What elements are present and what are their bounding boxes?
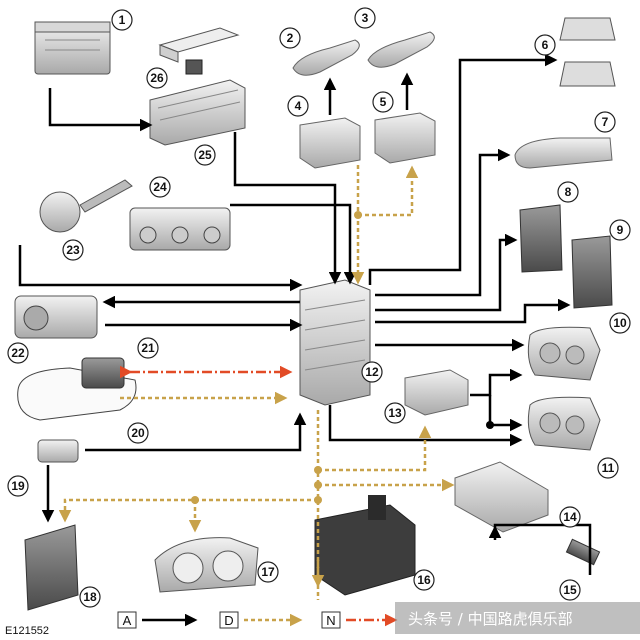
callout-circle (534, 34, 556, 56)
component-central-junction-box-12 (299, 279, 371, 406)
callout-number: 24 (153, 180, 167, 194)
callout-number: 6 (542, 38, 549, 52)
callout-circle (111, 9, 133, 31)
component-battery (34, 21, 111, 75)
callout-circle (557, 181, 579, 203)
component-fuse-box-25 (149, 79, 246, 146)
callout-circle (559, 579, 581, 601)
callout-circle (146, 67, 168, 89)
callout-number: 9 (617, 223, 624, 237)
callout-number: 7 (602, 115, 609, 129)
callout-number: 2 (287, 31, 294, 45)
callout-number: 17 (261, 565, 275, 579)
callout-number: 23 (66, 243, 80, 257)
figure-id: E121552 (5, 625, 49, 637)
legend-key-n: N (326, 613, 335, 628)
callout-number: 5 (380, 95, 387, 109)
callout-circle (609, 219, 631, 241)
watermark: 头条号 / 中国路虎俱乐部 (395, 602, 640, 634)
callout-number: 21 (141, 341, 155, 355)
component-clockspring-23 (39, 179, 133, 233)
callout-number: 15 (563, 583, 577, 597)
legend-key-d: D (224, 613, 233, 628)
legend-key-a: A (123, 613, 132, 628)
callout-circle (137, 337, 159, 359)
component-switch-19 (37, 439, 79, 463)
component-module-13 (404, 369, 469, 416)
callout-circle (413, 569, 435, 591)
callout-circle (594, 111, 616, 133)
callout-number: 11 (602, 461, 615, 475)
callout-circle (372, 91, 394, 113)
component-headlamp-10 (527, 326, 601, 381)
callout-number: 8 (565, 185, 572, 199)
callout-circle (361, 361, 383, 383)
component-lamp-7 (514, 137, 613, 169)
callout-number: 19 (11, 479, 25, 493)
callout-number: 1 (119, 13, 126, 27)
callout-number: 26 (150, 71, 164, 85)
component-tail-lamp-8 (519, 204, 563, 273)
callout-circle (62, 239, 84, 261)
callout-number: 10 (613, 316, 627, 330)
legend: A D N (117, 611, 398, 629)
callout-circle (7, 342, 29, 364)
callout-circle (149, 176, 171, 198)
callout-circle (609, 312, 631, 334)
callout-circle (559, 506, 581, 528)
component-climate-panel-24 (129, 207, 231, 251)
component-headlamp-11 (527, 396, 601, 451)
component-handle-3 (367, 31, 435, 68)
callout-circle (257, 561, 279, 583)
component-lamp-6b (559, 61, 616, 87)
callout-number: 16 (417, 573, 431, 587)
component-valve-body-16 (314, 495, 416, 596)
callout-number: 12 (365, 365, 379, 379)
callout-circle (127, 422, 149, 444)
component-fuse-box-cover (158, 27, 240, 63)
component-module-5 (374, 112, 436, 164)
component-module-14 (454, 461, 549, 533)
callout-number: 25 (198, 148, 212, 162)
callout-number: 18 (83, 590, 97, 604)
callout-number: 4 (295, 99, 302, 113)
component-handle-2 (292, 39, 360, 76)
callout-circle (279, 27, 301, 49)
component-sensor-21 (81, 357, 125, 389)
component-instrument-cluster-17 (154, 537, 259, 593)
callout-circle (7, 475, 29, 497)
callout-number: 22 (11, 346, 25, 360)
callout-circle (79, 586, 101, 608)
callout-circle (597, 457, 619, 479)
callout-circle (287, 95, 309, 117)
watermark-text: 头条号 / 中国路虎俱乐部 (408, 610, 573, 628)
component-ecm-18 (24, 524, 79, 611)
callout-circle (354, 7, 376, 29)
component-tail-lamp-9 (571, 235, 613, 309)
connections-d (58, 165, 455, 600)
callout-circle (384, 402, 406, 424)
component-module-4 (299, 117, 361, 169)
callout-number: 13 (388, 406, 402, 420)
component-lamp-6a (559, 17, 616, 41)
connections-a (18, 53, 592, 575)
callout-number: 3 (362, 11, 369, 25)
callout-circle (194, 144, 216, 166)
callout-number: 14 (563, 510, 577, 524)
component-light-switch-22 (14, 295, 98, 339)
callout-number: 20 (131, 426, 145, 440)
component-relay-26 (185, 59, 203, 75)
component-sensor-15 (565, 538, 601, 566)
